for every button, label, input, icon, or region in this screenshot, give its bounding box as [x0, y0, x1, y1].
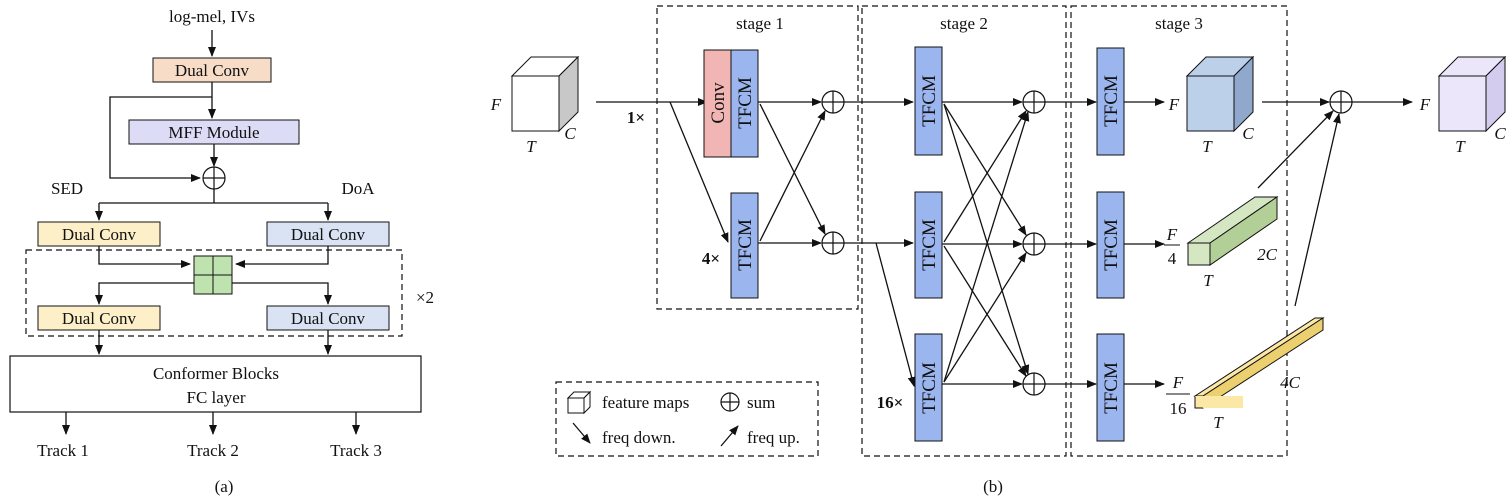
output-cube [1437, 55, 1507, 133]
stage-2-box [861, 5, 1067, 457]
feature-cube-blue [1185, 55, 1255, 133]
track-1-label: Track 1 [37, 441, 89, 460]
sum-final [1329, 90, 1353, 114]
tfcm-s2-b1: TFCM [914, 46, 943, 156]
output-dim-f: F [1419, 95, 1431, 114]
legend-sum-icon [720, 392, 740, 412]
sed-label: SED [51, 179, 83, 198]
legend-cube-icon [566, 390, 592, 415]
panel-a: log-mel, IVs Dual Conv MFF Module SED Do… [9, 7, 434, 496]
doa-label: DoA [341, 179, 375, 198]
tfcm-label: TFCM [735, 219, 756, 271]
yellow-frac-den: 16 [1170, 399, 1187, 418]
green-frac-den: 4 [1168, 249, 1177, 268]
green-dim-t: T [1203, 271, 1214, 290]
stage-3-label: stage 3 [1155, 14, 1203, 33]
sum-s2-top [1022, 90, 1046, 114]
legend-sum: sum [747, 393, 775, 412]
stage-1-box [656, 5, 859, 310]
dual-conv-sed-2-label: Dual Conv [62, 309, 137, 328]
feature-box-yellow [1193, 317, 1325, 409]
dual-conv-top-label: Dual Conv [175, 61, 250, 80]
green-frac-num: F [1166, 225, 1178, 244]
stage-2-label: stage 2 [940, 14, 988, 33]
caption-a: (a) [215, 477, 234, 496]
legend-feature-maps: feature maps [602, 393, 689, 412]
blue-dim-t: T [1202, 137, 1213, 156]
mff-module-box [128, 119, 300, 145]
dual-conv-sed-2-box [37, 305, 161, 331]
legend-freq-down-arrow-icon [572, 422, 591, 444]
input-dim-t: T [526, 137, 537, 156]
caption-b: (b) [983, 477, 1003, 496]
legend-freq-up-arrow-icon [720, 425, 739, 447]
sum-s2-bot [1022, 372, 1046, 396]
sum-s2-mid [1022, 232, 1046, 256]
conformer-label: Conformer Blocks [153, 364, 279, 383]
feature-box-green [1186, 196, 1279, 266]
scale-1x: 1× [627, 108, 645, 127]
dual-conv-doa-2-label: Dual Conv [291, 309, 366, 328]
input-dim-c: C [564, 124, 576, 143]
tfcm-s1-b1: TFCM [730, 49, 759, 158]
stage-1-label: stage 1 [736, 14, 784, 33]
tfcm-s2-b3: TFCM [914, 333, 943, 442]
dual-conv-doa-2-box [266, 305, 390, 331]
blue-dim-c: C [1242, 124, 1254, 143]
yellow-dim-4c: 4C [1280, 373, 1301, 392]
stage-3-box [1070, 5, 1288, 457]
tfcm-label: TFCM [919, 362, 940, 414]
tfcm-label: TFCM [1101, 75, 1122, 127]
yellow-frac-num: F [1172, 373, 1184, 392]
tfcm-s2-b2: TFCM [914, 191, 943, 299]
sum-node-a [202, 166, 226, 190]
scale-16x: 16× [877, 393, 904, 412]
tfcm-s3-b2: TFCM [1096, 191, 1125, 299]
repeat-label: ×2 [416, 288, 434, 307]
repeat-group-box [25, 249, 403, 337]
tfcm-label: TFCM [1101, 219, 1122, 271]
input-dim-f: F [490, 95, 502, 114]
tfcm-s3-b1: TFCM [1096, 47, 1125, 156]
conv-block: Conv [703, 49, 732, 158]
scale-4x: 4× [702, 249, 720, 268]
input-label: log-mel, IVs [169, 7, 255, 26]
legend-box [555, 381, 819, 457]
tfcm-s1-b2: TFCM [730, 192, 759, 299]
tfcm-label: TFCM [735, 77, 756, 129]
sum-s1-top [821, 90, 845, 114]
track-2-label: Track 2 [187, 441, 239, 460]
fusion-block [193, 255, 233, 295]
blue-dim-f: F [1168, 95, 1180, 114]
track-3-label: Track 3 [330, 441, 382, 460]
output-dim-t: T [1455, 137, 1466, 156]
tfcm-label: TFCM [1101, 362, 1122, 414]
sum-s1-bot [821, 231, 845, 255]
dual-conv-sed-1-box [37, 221, 161, 247]
legend-freq-up: freq up. [747, 428, 800, 447]
output-dim-c: C [1494, 124, 1506, 143]
tfcm-label: TFCM [919, 75, 940, 127]
dual-conv-doa-1-box [266, 221, 390, 247]
fc-label: FC layer [186, 388, 245, 407]
mff-module-label: MFF Module [168, 123, 259, 142]
tfcm-s3-b3: TFCM [1096, 333, 1125, 442]
panel-b: stage 1 stage 2 stage 3 F T C 1× Conv TF… [490, 5, 1507, 496]
green-dim-2c: 2C [1257, 245, 1278, 264]
input-cube [510, 55, 580, 133]
legend-freq-down: freq down. [602, 428, 676, 447]
dual-conv-sed-1-label: Dual Conv [62, 225, 137, 244]
conv-label: Conv [708, 82, 729, 124]
yellow-dim-t: T [1213, 413, 1224, 432]
tfcm-label: TFCM [919, 219, 940, 271]
conformer-box [9, 355, 422, 413]
dual-conv-doa-1-label: Dual Conv [291, 225, 366, 244]
